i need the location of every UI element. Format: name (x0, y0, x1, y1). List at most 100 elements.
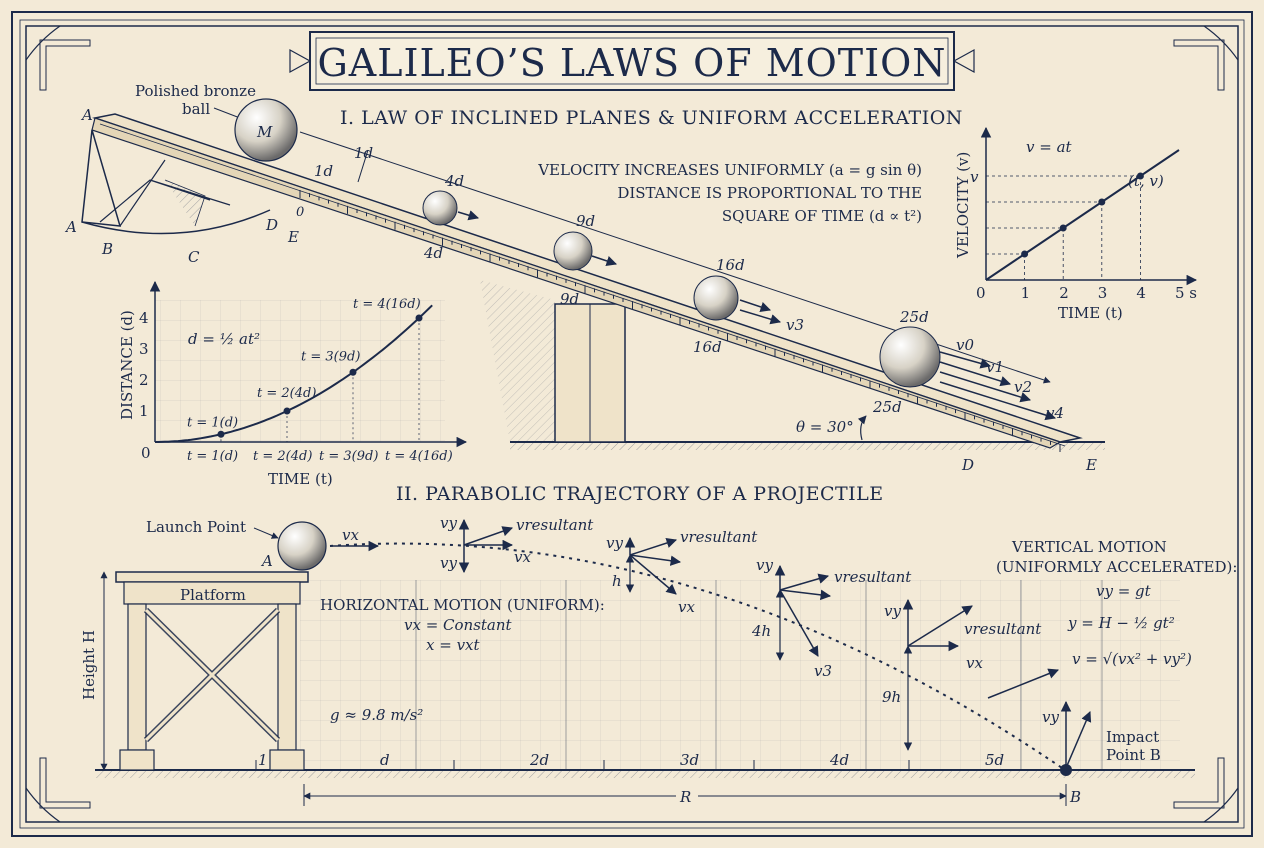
velocity-data-point (1059, 224, 1067, 232)
launch-letter: A (260, 552, 273, 570)
vertical-eq3: v = √(vx² + vy²) (1072, 650, 1192, 668)
distance-formula: d = ½ at² (188, 330, 260, 348)
velocity-time-graph (980, 126, 1198, 286)
impact-letter: B (1069, 788, 1081, 806)
vy-label-1: vy (440, 514, 457, 532)
distance-point-label: t = 4(16d) (353, 297, 421, 312)
note-velocity-uniform: VELOCITY INCREASES UNIFORMLY (a = g sin … (537, 161, 922, 179)
velocity-xtick: 1 (1021, 284, 1031, 302)
velocity-series-line (985, 149, 1180, 281)
ornate-border (11, 11, 1253, 837)
vertical-eq1: vy = gt (1096, 582, 1152, 600)
distance-xtick: t = 2(4d) (253, 449, 312, 464)
vector-cluster-5 (987, 668, 1092, 776)
scale-label-16d: 16d (693, 338, 722, 356)
distance-time-graph (149, 280, 468, 448)
vres-label-3: vresultant (834, 568, 912, 586)
ground-tick-label: 1 (258, 751, 268, 769)
scale-label-4d: 4d (423, 244, 443, 262)
vx-label-1: vx (514, 548, 531, 566)
corner-letter-b: B (101, 240, 113, 258)
vy-label-5: vy (884, 602, 901, 620)
note-square-of-time: SQUARE OF TIME (d ∝ t²) (722, 207, 922, 225)
velocity-xtick: 3 (1098, 284, 1108, 302)
range-label: R (679, 788, 691, 806)
page-title: GALILEO’S LAWS OF MOTION (317, 41, 946, 85)
distance-data-point (349, 368, 357, 376)
vector-cluster-4 (902, 598, 973, 751)
distance-data-point (415, 314, 423, 322)
vector-cluster-1 (458, 518, 514, 574)
platform (115, 571, 309, 771)
distance-xtick: t = 3(9d) (319, 449, 378, 464)
velocity-xtick: 0 (976, 284, 986, 302)
velocity-label-v1: v1 (986, 358, 1004, 376)
distance-point-label: t = 1(d) (187, 415, 238, 430)
distance-point-label: t = 2(4d) (257, 386, 316, 401)
ball-label-line2: ball (182, 100, 210, 118)
corner-letter-e: E (287, 228, 299, 246)
velocity-label-v2: v2 (1014, 378, 1032, 396)
ball-distance-25d: 25d (899, 308, 929, 326)
velocity-data-point (1021, 250, 1029, 258)
ball-mark: M (256, 123, 273, 141)
velocity-label-v3: v3 (786, 316, 804, 334)
ball-label-line1: Polished bronze (135, 82, 256, 100)
distance-xlabel: TIME (t) (268, 470, 333, 488)
impact-label-line1: Impact (1106, 728, 1159, 746)
vy-label-4: vy (756, 556, 773, 574)
distance-ytick: 3 (139, 340, 149, 358)
scale-label-25d: 25d (872, 398, 902, 416)
scale-label-zero: 0 (296, 205, 304, 220)
vector-cluster-3 (774, 564, 832, 661)
projectile-ball (277, 521, 327, 571)
base-letter-e: E (1085, 456, 1097, 474)
fall-label-h: h (612, 572, 622, 590)
rolling-balls (422, 190, 1057, 421)
launch-vx-label: vx (342, 526, 359, 544)
velocity-ylabel: VELOCITY (v) (954, 152, 972, 259)
section1-heading: I. LAW OF INCLINED PLANES & UNIFORM ACCE… (340, 107, 963, 129)
distance-point-label: t = 3(9d) (301, 349, 360, 364)
corner-letter-a-bottom: A (64, 218, 77, 236)
platform-label: Platform (180, 586, 246, 604)
vertical-eq2: y = H − ½ gt² (1067, 614, 1175, 632)
gravity-label: g ≈ 9.8 m/s² (330, 706, 423, 724)
velocity-formula: v = at (1026, 138, 1073, 156)
velocity-xlabel: TIME (t) (1058, 304, 1123, 322)
v3-label: v3 (814, 662, 832, 680)
vertical-title2: (UNIFORMLY ACCELERATED): (996, 558, 1237, 576)
fall-label-4h: 4h (751, 622, 771, 640)
velocity-data-point (1136, 172, 1144, 180)
bronze-ball (234, 98, 298, 162)
vres-label-4: vresultant (964, 620, 1042, 638)
section2-heading: II. PARABOLIC TRAJECTORY OF A PROJECTILE (396, 483, 884, 505)
vres-label-1: vresultant (516, 516, 594, 534)
vx-label-2: vx (678, 598, 695, 616)
velocity-label-v4: v4 (1046, 404, 1064, 422)
inclined-plane (81, 113, 1105, 452)
horizontal-eq1: vx = Constant (404, 616, 513, 634)
projectile-grid (300, 580, 1180, 770)
distance-data-point (283, 407, 291, 415)
vx-label-3: vx (966, 654, 983, 672)
velocity-xtick: 4 (1136, 284, 1146, 302)
title-cartouche: GALILEO’S LAWS OF MOTION (289, 31, 975, 91)
distance-xticks: t = 1(d)t = 2(4d)t = 3(9d)t = 4(16d) (187, 449, 453, 464)
corner-letter-c: C (188, 248, 200, 266)
horizontal-eq2: x = vxt (426, 636, 480, 654)
distance-ytick: 4 (139, 309, 149, 327)
velocity-point-label: (t, v) (1128, 172, 1164, 190)
impact-label-line2: Point B (1106, 746, 1161, 764)
velocity-ytick: v (970, 168, 979, 186)
note-distance-proportional: DISTANCE IS PROPORTIONAL TO THE (617, 184, 922, 202)
ground-tick-label: 5d (985, 751, 1004, 769)
corner-letter-d: D (265, 216, 278, 234)
ball-distance-9d: 9d (576, 212, 595, 230)
ground-tick-label: 2d (529, 751, 549, 769)
ground-tick-label: d (380, 751, 390, 769)
horizontal-title: HORIZONTAL MOTION (UNIFORM): (320, 596, 605, 614)
ball-distance-16d: 16d (716, 256, 745, 274)
